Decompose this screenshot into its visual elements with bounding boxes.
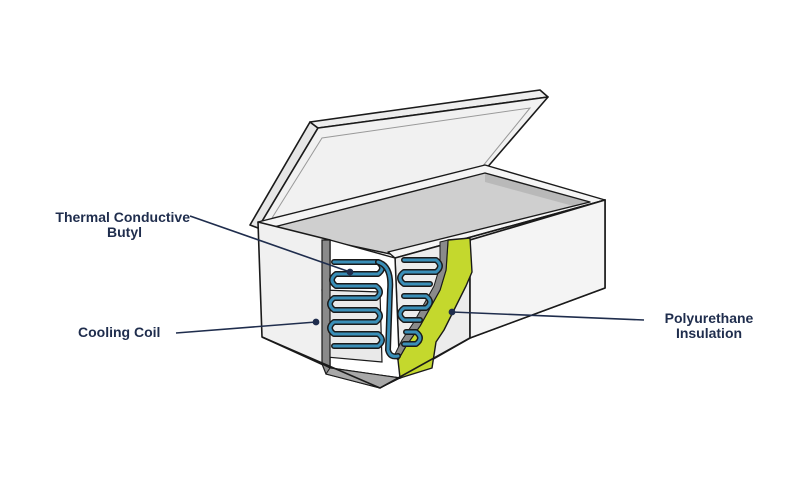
label-poly-line2: Insulation	[675, 325, 743, 341]
leader-thermal	[189, 215, 351, 273]
cabinet-front-right	[469, 199, 606, 339]
leader-poly	[451, 311, 645, 321]
coil-right	[398, 258, 442, 346]
label-thermal-conductive-butyl: Thermal Conductive Butyl	[18, 210, 190, 240]
freezer-lid	[249, 89, 549, 229]
leader-cooling-dot	[312, 318, 320, 326]
coil-connector	[376, 260, 400, 358]
insulation-liner-edge	[393, 239, 449, 361]
label-thermal-line1: Thermal Conductive	[55, 209, 190, 225]
label-cooling-coil: Cooling Coil	[78, 324, 161, 340]
label-polyurethane-insulation: Polyurethane Insulation	[646, 311, 772, 341]
cabinet-bottom-edge	[261, 336, 471, 389]
coil-left	[328, 260, 384, 348]
leader-lines	[175, 215, 645, 334]
leader-cooling	[175, 321, 317, 334]
leader-poly-dot	[448, 308, 456, 316]
cooling-coil	[327, 257, 443, 360]
leader-thermal-dot	[346, 268, 354, 276]
top-rim	[257, 164, 606, 259]
label-poly-line1: Polyurethane	[664, 310, 754, 326]
label-thermal-line2: Butyl	[107, 224, 142, 240]
